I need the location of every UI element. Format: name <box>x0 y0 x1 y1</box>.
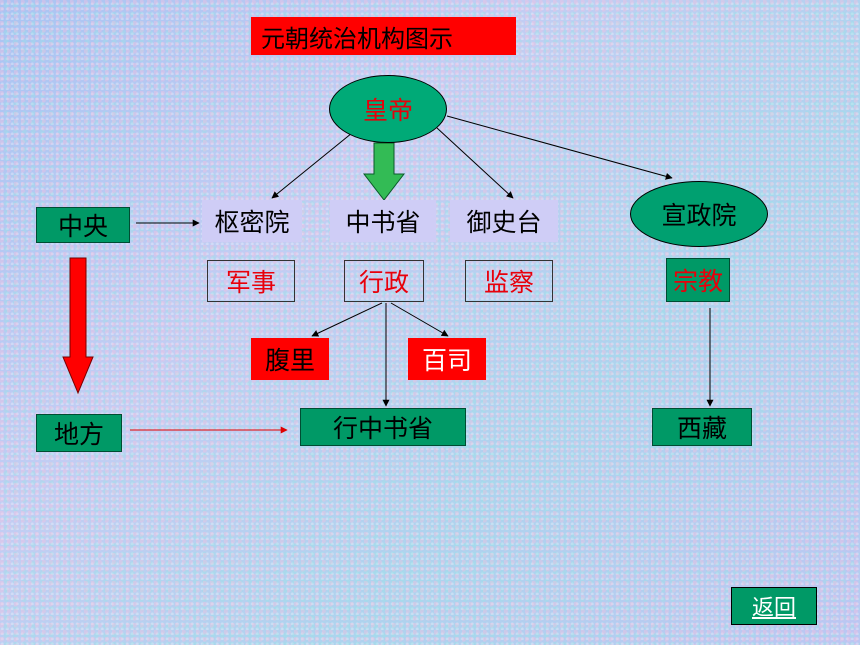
emperor-node: 皇帝 <box>329 75 447 143</box>
back-button[interactable]: 返回 <box>731 587 817 625</box>
military-function: 军事 <box>207 260 295 302</box>
diagram-title: 元朝统治机构图示 <box>251 17 516 55</box>
religion-function: 宗教 <box>666 258 730 302</box>
fuli-node: 腹里 <box>251 338 329 380</box>
arrow-emperor-xuanzheng <box>446 115 673 180</box>
tibet-node: 西藏 <box>652 408 752 446</box>
arrow-admin-baisi <box>390 302 449 337</box>
xingzhongshusheng-node: 行中书省 <box>300 408 466 446</box>
privy-council-node: 枢密院 <box>202 200 302 242</box>
censorate-node: 御史台 <box>450 200 558 242</box>
arrow-emperor-censorate <box>436 127 514 199</box>
secretariat-node: 中书省 <box>330 200 436 242</box>
big-green-arrow <box>362 142 406 201</box>
xuanzheng-node: 宣政院 <box>630 181 768 247</box>
local-label: 地方 <box>36 414 122 452</box>
supervision-function: 监察 <box>465 260 553 302</box>
arrow-emperor-privy <box>271 132 353 199</box>
central-label: 中央 <box>36 207 130 243</box>
big-red-arrow <box>62 257 94 395</box>
administration-function: 行政 <box>344 260 424 302</box>
arrow-admin-fuli <box>311 302 383 337</box>
baisi-node: 百司 <box>408 338 486 380</box>
